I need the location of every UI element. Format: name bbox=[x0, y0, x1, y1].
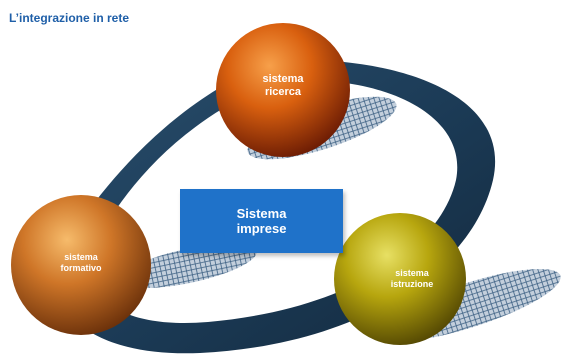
center-label: Sistema imprese bbox=[236, 206, 287, 236]
label-sistema-formativo: sistema formativo bbox=[60, 252, 102, 273]
shadow-formativo bbox=[119, 243, 257, 289]
page-title: L’integrazione in rete bbox=[9, 11, 130, 25]
sphere-istruzione bbox=[334, 213, 466, 345]
sphere-ricerca bbox=[216, 23, 350, 157]
label-sistema-ricerca: sistema ricerca bbox=[262, 73, 304, 98]
label-sistema-istruzione: sistema istruzione bbox=[390, 268, 434, 289]
sphere-formativo bbox=[11, 195, 151, 335]
center-box-imprese: Sistema imprese bbox=[180, 189, 343, 253]
